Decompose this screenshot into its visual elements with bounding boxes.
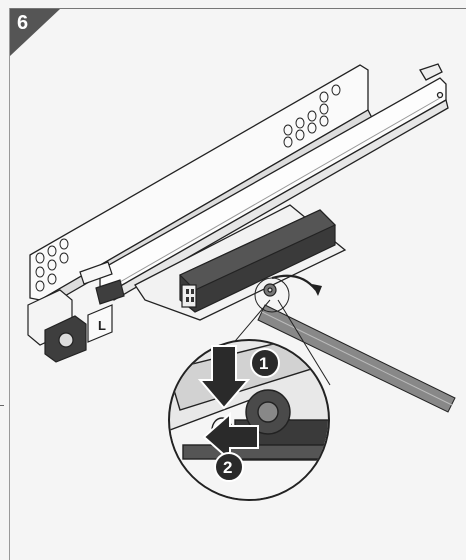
step-one-label: 1 xyxy=(259,354,268,373)
press-arrow-down-icon xyxy=(197,345,251,410)
margin-tick xyxy=(0,405,4,406)
detail-origin-circle xyxy=(254,277,290,313)
rotate-arrow-icon xyxy=(271,274,317,291)
rod-icon xyxy=(257,304,456,413)
press-arrow-left-icon xyxy=(202,411,259,463)
front-bracket-icon xyxy=(27,261,125,363)
detail-leader-right xyxy=(277,299,331,386)
panel-border-top xyxy=(9,8,466,9)
step-number: 6 xyxy=(17,12,29,34)
step-badge-icon xyxy=(10,9,60,56)
rotate-arrow-head-icon xyxy=(312,284,322,296)
step-two-label: 2 xyxy=(223,458,232,477)
locking-device-icon xyxy=(178,209,337,313)
panel-border-left xyxy=(9,8,10,560)
step-one-circle-icon xyxy=(250,348,280,378)
step-two-circle-icon xyxy=(214,452,244,482)
side-marker-label: L xyxy=(98,318,106,333)
